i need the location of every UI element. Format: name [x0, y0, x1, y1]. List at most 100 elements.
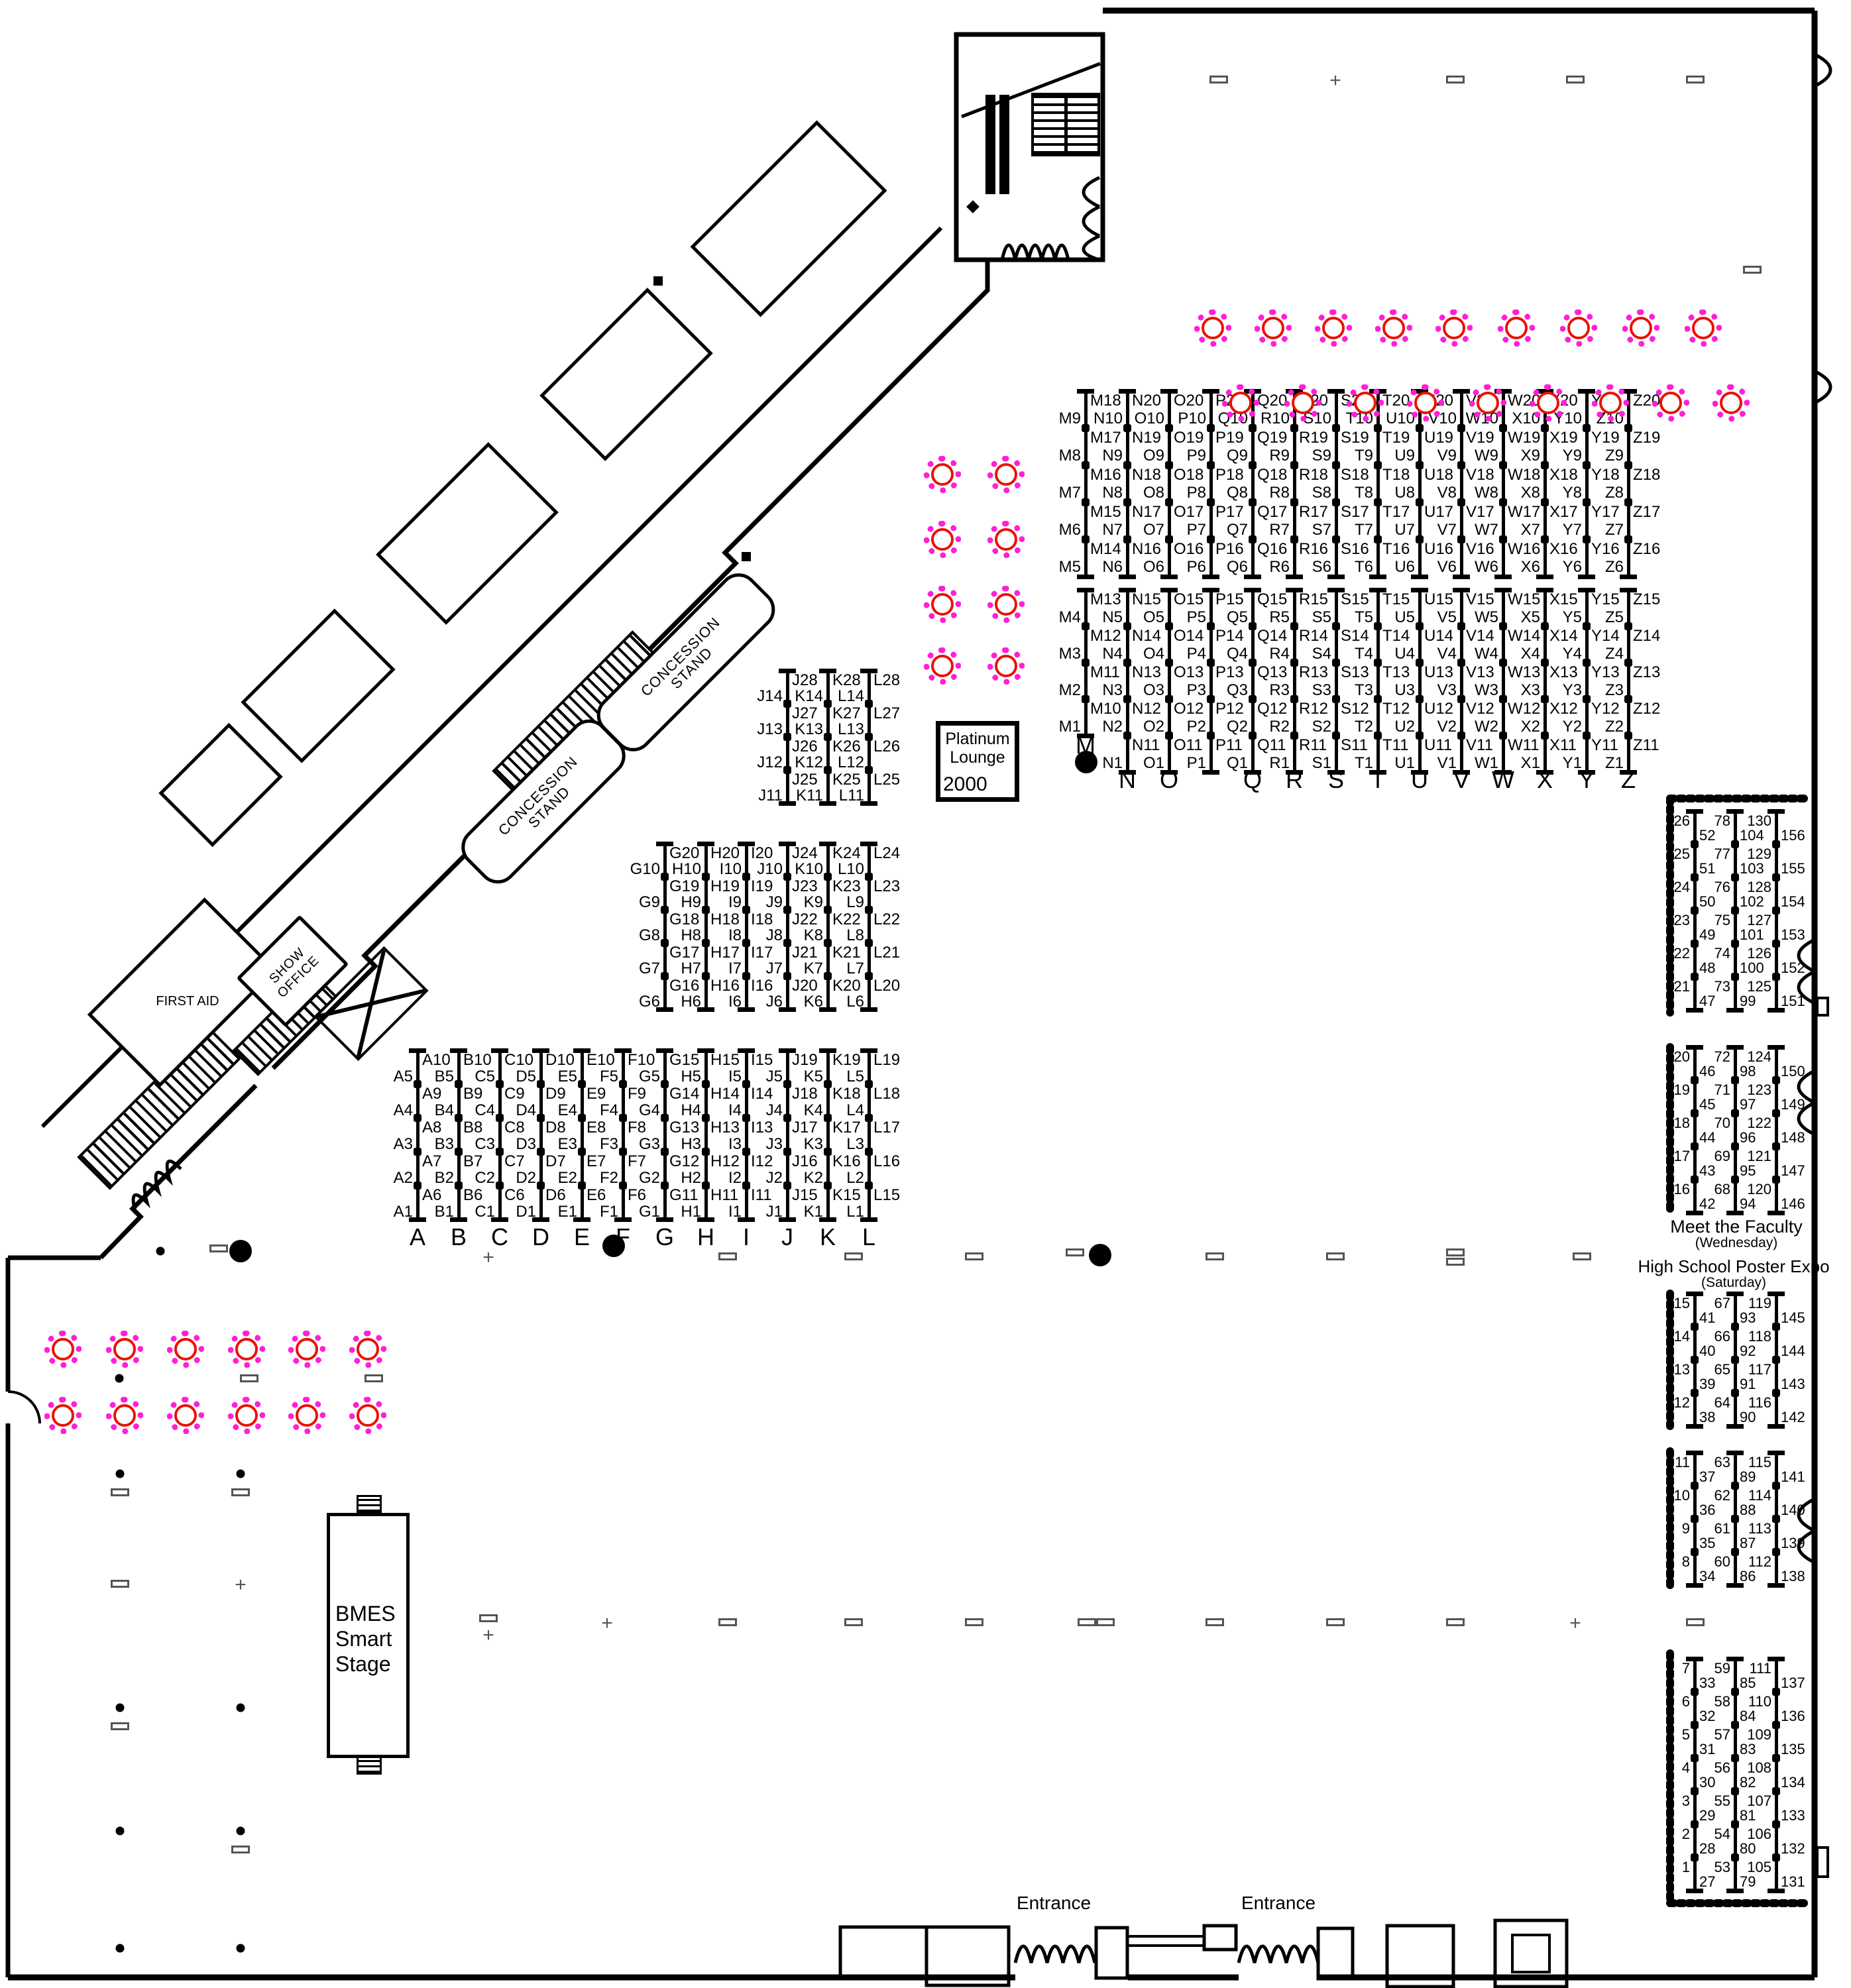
booth-joint — [824, 939, 832, 947]
poster-board-label: 138 — [1781, 1568, 1805, 1584]
booth-label: N19 — [1132, 429, 1162, 447]
booth-label: J2 — [765, 1168, 783, 1187]
lobby-side-doors — [1082, 176, 1101, 262]
booth-joint — [1691, 973, 1699, 981]
utility-box-icon — [1326, 1618, 1345, 1626]
booth-row-line — [1084, 391, 1088, 577]
booth-row-endcap — [1726, 1008, 1744, 1013]
booth-label: W8 — [1475, 484, 1498, 502]
booth-row-endcap — [1327, 575, 1345, 579]
booth-row-line — [1335, 590, 1338, 772]
booth-row-endcap — [1767, 1451, 1785, 1455]
poster-board-label: 82 — [1740, 1774, 1756, 1791]
booth-joint — [1624, 695, 1632, 703]
booth-label: R6 — [1269, 558, 1290, 576]
meet-the-faculty-label: Meet the Faculty — [1670, 1217, 1803, 1237]
booth-joint — [1691, 1548, 1699, 1556]
booth-label: Q6 — [1226, 558, 1248, 576]
booth-label: R11 — [1299, 736, 1327, 754]
booth-row-endcap — [1411, 770, 1428, 775]
booth-label: X16 — [1549, 540, 1578, 558]
booth-row-endcap — [1202, 588, 1219, 592]
booth-label: M4 — [1058, 608, 1081, 626]
booth-label: Q16 — [1257, 540, 1288, 558]
aisle-letter: J — [781, 1223, 793, 1250]
booth-row-endcap — [1686, 1889, 1703, 1893]
booth-label: S6 — [1312, 558, 1331, 576]
poster-board-label: 79 — [1740, 1873, 1756, 1890]
aisle-letter: R — [1286, 766, 1303, 793]
booth-row-endcap — [1286, 588, 1303, 592]
round-table-top — [1382, 317, 1405, 339]
utility-box-icon — [1686, 1618, 1705, 1626]
booth-label: K27 — [832, 704, 861, 722]
booth-label: L19 — [873, 1051, 901, 1069]
booth-joint — [1457, 498, 1465, 506]
booth-label: B9 — [463, 1085, 483, 1103]
utility-box-icon — [231, 1488, 250, 1496]
booth-joint — [1691, 1076, 1699, 1084]
booth-label: L28 — [873, 671, 901, 689]
round-table — [349, 1331, 386, 1368]
booth-row-endcap — [697, 1217, 714, 1222]
booth-row-line — [745, 844, 748, 1009]
booth-joint — [1583, 695, 1591, 703]
booth-row-line — [539, 1050, 543, 1219]
booth-joint — [1772, 1853, 1780, 1861]
booth-joint — [1541, 622, 1549, 630]
booth-joint — [1541, 535, 1549, 543]
booth-row-endcap — [1160, 575, 1178, 579]
booth-label: G6 — [638, 993, 660, 1011]
booth-row-line — [1126, 391, 1129, 577]
poster-board-label: 154 — [1781, 893, 1805, 910]
booth-joint — [1290, 622, 1298, 630]
booth-joint — [1374, 732, 1382, 740]
booth-joint — [783, 873, 791, 881]
poster-board-label: 38 — [1699, 1409, 1716, 1425]
booth-label: B6 — [463, 1186, 483, 1204]
booth-label: V13 — [1466, 663, 1494, 681]
booth-label: H12 — [710, 1152, 740, 1170]
poster-board-label: 10 — [1673, 1487, 1690, 1504]
booth-label: C4 — [475, 1101, 495, 1119]
bmes-smart-stage: BMES Smart Stage — [327, 1513, 410, 1758]
booth-label: L8 — [846, 926, 864, 944]
booth-label: E9 — [587, 1085, 606, 1103]
booth-label: H16 — [710, 977, 740, 995]
booth-label: P10 — [1178, 410, 1206, 427]
booth-label: U17 — [1424, 503, 1454, 521]
booth-row-endcap — [1077, 734, 1094, 738]
booth-label: P6 — [1186, 558, 1206, 576]
booth-joint — [1499, 535, 1507, 543]
poster-board-label: 78 — [1714, 812, 1730, 829]
booth-label: T2 — [1354, 717, 1373, 736]
booth-joint — [742, 906, 750, 914]
booth-label: J12 — [757, 753, 783, 771]
booth-label: V3 — [1437, 681, 1457, 699]
booth-label: J20 — [792, 977, 818, 995]
booth-row-line — [1376, 590, 1380, 772]
poster-board-label: 126 — [1747, 945, 1771, 962]
booth-label: K23 — [832, 877, 861, 895]
booth-joint — [1374, 461, 1382, 469]
booth-joint — [1499, 622, 1507, 630]
poster-board-label: 16 — [1673, 1181, 1690, 1197]
poster-board-label: 93 — [1740, 1309, 1756, 1326]
floor-dot-icon — [115, 1374, 124, 1383]
booth-label: X18 — [1549, 466, 1578, 484]
booth-row-endcap — [532, 1217, 549, 1222]
booth-joint — [702, 1080, 710, 1088]
booth-joint — [824, 1148, 832, 1156]
booth-joint — [783, 766, 791, 774]
poster-board-label: 31 — [1699, 1741, 1716, 1757]
booth-row-line — [1460, 590, 1463, 772]
utility-box-icon — [1686, 76, 1705, 83]
booth-label: L12 — [837, 753, 864, 771]
booth-joint — [1624, 659, 1632, 667]
booth-row-endcap — [1726, 1451, 1744, 1455]
booth-row-endcap — [819, 669, 836, 673]
booth-row-endcap — [779, 1007, 796, 1012]
booth-row-endcap — [573, 1048, 590, 1053]
booth-label: I18 — [751, 911, 773, 928]
poster-board-label: 43 — [1699, 1162, 1716, 1179]
